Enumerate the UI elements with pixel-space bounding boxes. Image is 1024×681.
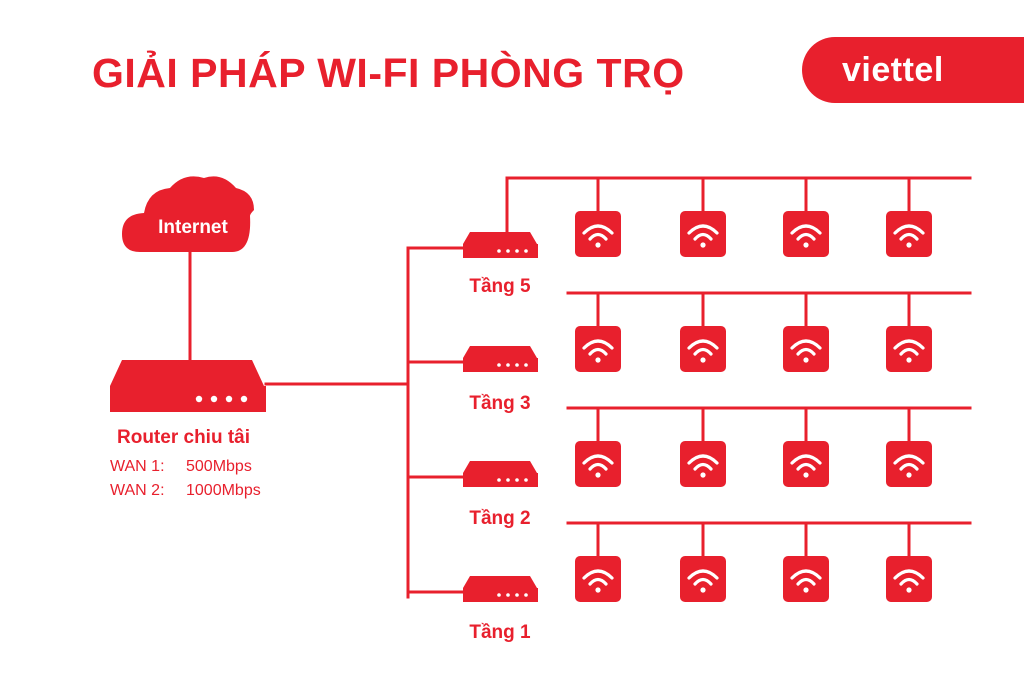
wifi-arc-inner-2-1 (588, 347, 608, 356)
page-title: GIẢI PHÁP WI-FI PHÒNG TRỌ (92, 50, 685, 96)
main-router-led-2 (210, 395, 218, 403)
wan-1-label: WAN 1: (110, 458, 165, 475)
floor-router-led-1-1 (497, 249, 501, 253)
wifi-arc-inner-4-3 (796, 577, 816, 586)
floor-router-led-3-4 (524, 478, 528, 482)
brand-name: viettel (842, 50, 944, 89)
wifi-dot-3-3 (803, 472, 809, 478)
wifi-arc-inner-2-4 (899, 347, 919, 356)
floor-label-5: Tầng 5 (469, 276, 531, 297)
wifi-arc-inner-3-2 (693, 462, 713, 471)
wifi-dot-1-4 (906, 242, 912, 248)
wifi-dot-2-1 (595, 357, 601, 363)
floor-router-led-1-3 (515, 249, 519, 253)
wan-2-label: WAN 2: (110, 482, 165, 499)
wifi-arc-outer-4-2 (687, 569, 719, 580)
wifi-arc-outer-3-4 (893, 454, 925, 465)
wifi-arc-outer-1-3 (790, 224, 822, 235)
wifi-arc-inner-4-4 (899, 577, 919, 586)
wifi-arc-inner-1-4 (899, 232, 919, 241)
floor-router-led-1-2 (506, 249, 510, 253)
wifi-arc-inner-3-3 (796, 462, 816, 471)
floor-router-led-4-4 (524, 593, 528, 597)
wifi-arc-outer-4-4 (893, 569, 925, 580)
wifi-arc-inner-1-3 (796, 232, 816, 241)
floor-router-led-4-2 (506, 593, 510, 597)
wifi-dot-2-4 (906, 357, 912, 363)
wifi-dot-2-3 (803, 357, 809, 363)
wifi-dot-4-3 (803, 587, 809, 593)
floor-router-top-2 (463, 346, 537, 358)
wifi-dot-1-1 (595, 242, 601, 248)
wan-2-value: 1000Mbps (186, 482, 261, 499)
wifi-arc-outer-2-1 (582, 339, 614, 350)
wifi-arc-inner-1-2 (693, 232, 713, 241)
wifi-dot-2-2 (700, 357, 706, 363)
main-router-led-4 (240, 395, 248, 403)
cloud-icon (122, 176, 254, 252)
floor-router-top-4 (463, 576, 537, 588)
floor-router-top-1 (463, 232, 537, 244)
main-router-led-3 (225, 395, 233, 403)
wifi-arc-inner-3-1 (588, 462, 608, 471)
floor-router-led-2-1 (497, 363, 501, 367)
floor-router-top-3 (463, 461, 537, 473)
wifi-arc-outer-2-2 (687, 339, 719, 350)
wifi-arc-outer-3-2 (687, 454, 719, 465)
wifi-arc-outer-2-4 (893, 339, 925, 350)
wifi-dot-3-2 (700, 472, 706, 478)
main-router-label: Router chiu tâi (117, 427, 251, 448)
wifi-arc-inner-2-2 (693, 347, 713, 356)
internet-label: Internet (158, 217, 228, 238)
wifi-dot-1-3 (803, 242, 809, 248)
wifi-arc-outer-1-2 (687, 224, 719, 235)
floor-router-led-2-2 (506, 363, 510, 367)
wifi-arc-outer-3-3 (790, 454, 822, 465)
wifi-arc-inner-4-1 (588, 577, 608, 586)
floor-label-1: Tầng 1 (469, 622, 531, 643)
floor-router-led-3-2 (506, 478, 510, 482)
wifi-dot-4-4 (906, 587, 912, 593)
wan-1-line: WAN 1: 500Mbps (110, 458, 252, 476)
wifi-arc-outer-2-3 (790, 339, 822, 350)
wifi-arc-inner-4-2 (693, 577, 713, 586)
floor-router-led-4-3 (515, 593, 519, 597)
floor-label-3: Tầng 3 (469, 393, 531, 414)
viettel-logo: viettel (802, 37, 1024, 103)
wifi-arc-inner-2-3 (796, 347, 816, 356)
main-router-icon (110, 386, 266, 412)
wifi-dot-3-4 (906, 472, 912, 478)
wifi-dot-4-1 (595, 587, 601, 593)
floor-router-led-1-4 (524, 249, 528, 253)
wifi-arc-inner-3-4 (899, 462, 919, 471)
wifi-arc-outer-4-3 (790, 569, 822, 580)
main-router-top (110, 360, 264, 386)
wan-1-value: 500Mbps (186, 458, 252, 475)
floor-router-led-4-1 (497, 593, 501, 597)
wifi-dot-4-2 (700, 587, 706, 593)
wifi-arc-outer-4-1 (582, 569, 614, 580)
floor-router-led-2-4 (524, 363, 528, 367)
wifi-dot-3-1 (595, 472, 601, 478)
floor-label-2: Tầng 2 (469, 508, 531, 529)
floor-router-led-3-3 (515, 478, 519, 482)
floor-router-led-3-1 (497, 478, 501, 482)
wifi-arc-outer-1-1 (582, 224, 614, 235)
wifi-arc-outer-1-4 (893, 224, 925, 235)
wan-2-line: WAN 2: 1000Mbps (110, 482, 261, 500)
wifi-dot-1-2 (700, 242, 706, 248)
floor-router-led-2-3 (515, 363, 519, 367)
wifi-arc-outer-3-1 (582, 454, 614, 465)
wifi-arc-inner-1-1 (588, 232, 608, 241)
main-router-led-1 (195, 395, 203, 403)
